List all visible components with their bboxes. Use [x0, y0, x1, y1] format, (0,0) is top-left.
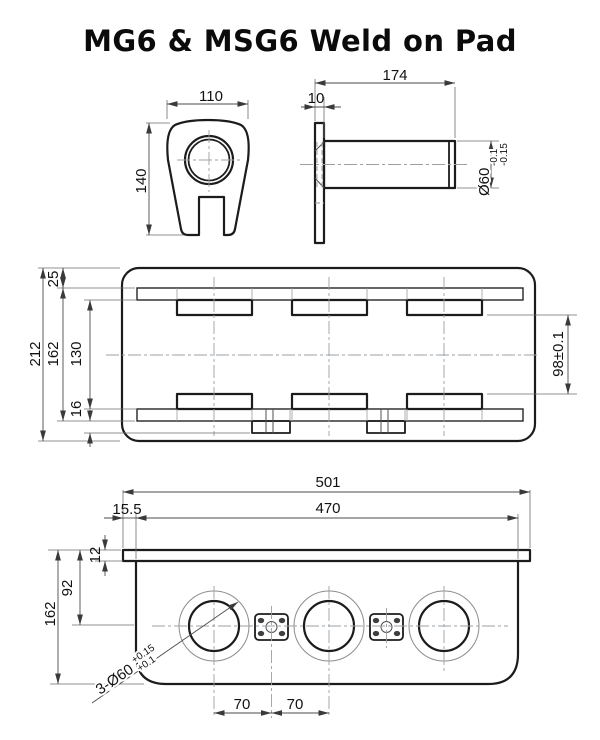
- rail-projection-lines: [176, 288, 483, 421]
- shaft-dia-callout: Ø60 -0.1 -0.15: [474, 141, 512, 198]
- hole-circle-1: [187, 599, 241, 653]
- front-extension-lines: [146, 100, 249, 236]
- dim-plan-tab-depth: 16: [68, 401, 85, 418]
- pad-top-1: [175, 298, 254, 317]
- top-rail: [136, 287, 524, 301]
- pad-bottom-3: [405, 392, 484, 411]
- holes-callout: 3-Ø60 +0.15 +0.1: [91, 640, 160, 700]
- dim-elev-center-height: 92: [59, 580, 76, 597]
- dim-plan-rail-inner-span: 130: [68, 341, 85, 366]
- dim-holes-callout: 3-Ø60: [93, 661, 137, 698]
- lug-hole: [278, 630, 286, 637]
- dim-plan-top-offset: 25: [45, 271, 62, 288]
- dim-elev-pitch-right: 70: [287, 696, 304, 713]
- pad-outline: [166, 118, 250, 237]
- front-view: 110 140: [133, 88, 250, 237]
- lug-hole: [393, 617, 401, 624]
- dim-plan-overall-height: 212: [27, 341, 44, 366]
- tab-hole-hidden-lines: [265, 409, 389, 433]
- top-plate-strip: [121, 548, 532, 563]
- dim-elev-overall-width: 501: [315, 474, 340, 491]
- lug-hole: [372, 630, 380, 637]
- dim-shaft-tol-upper: -0.1: [489, 148, 500, 166]
- lug-hole: [278, 617, 286, 624]
- elevation-centerlines: [152, 586, 508, 718]
- base-plate-outline: [120, 266, 537, 443]
- lug-hole: [257, 630, 265, 637]
- dim-side-length: 174: [382, 67, 407, 84]
- dim-elev-overall-height: 162: [42, 601, 59, 626]
- lug-hole: [393, 630, 401, 637]
- dim-front-width: 110: [199, 88, 223, 105]
- dim-elev-edge-offset: 15.5: [112, 501, 141, 518]
- pad-bottom-1: [175, 392, 254, 411]
- bottom-rail: [136, 408, 524, 422]
- dim-elev-inner-width: 470: [315, 500, 340, 517]
- side-view: 174 10 Ø60 -0.1 -0.15: [300, 67, 512, 245]
- plan-view: 212 25 162 130 16 98±0.1: [27, 266, 577, 447]
- pad-centerlines: [177, 130, 241, 192]
- side-extension-lines: [314, 79, 499, 189]
- tab-1: [251, 420, 291, 434]
- holes-leader-line: [91, 601, 239, 704]
- lug-hole: [372, 617, 380, 624]
- weld-chamfer-marks: [314, 141, 325, 189]
- drawing-title: MG6 & MSG6 Weld on Pad: [83, 24, 517, 58]
- body-outline: [134, 561, 520, 686]
- pad-top-2: [290, 298, 369, 317]
- flange-hidden-lines: [315, 142, 324, 204]
- dim-elev-pitch-left: 70: [234, 696, 251, 713]
- dim-shaft-diameter: Ø60: [476, 168, 493, 196]
- pad-top-3: [405, 298, 484, 317]
- dim-flange-thickness: 10: [308, 90, 325, 107]
- elevation-extension-lines: [48, 490, 531, 685]
- dim-plan-rail-outer-span: 162: [45, 341, 62, 366]
- dim-elev-plate-thickness: 12: [87, 547, 104, 564]
- dim-front-height: 140: [133, 168, 150, 193]
- lug-hole: [257, 617, 265, 624]
- dim-shaft-tol-lower: -0.15: [499, 143, 510, 166]
- pad-bottom-2: [290, 392, 369, 411]
- plan-extension-lines: [38, 267, 577, 442]
- dim-plan-pad-gap: 98±0.1: [550, 331, 567, 377]
- elevation-view: 501 470 15.5 12 92 162 70 70 3-Ø60 +0.15…: [42, 474, 532, 718]
- tab-2: [366, 420, 406, 434]
